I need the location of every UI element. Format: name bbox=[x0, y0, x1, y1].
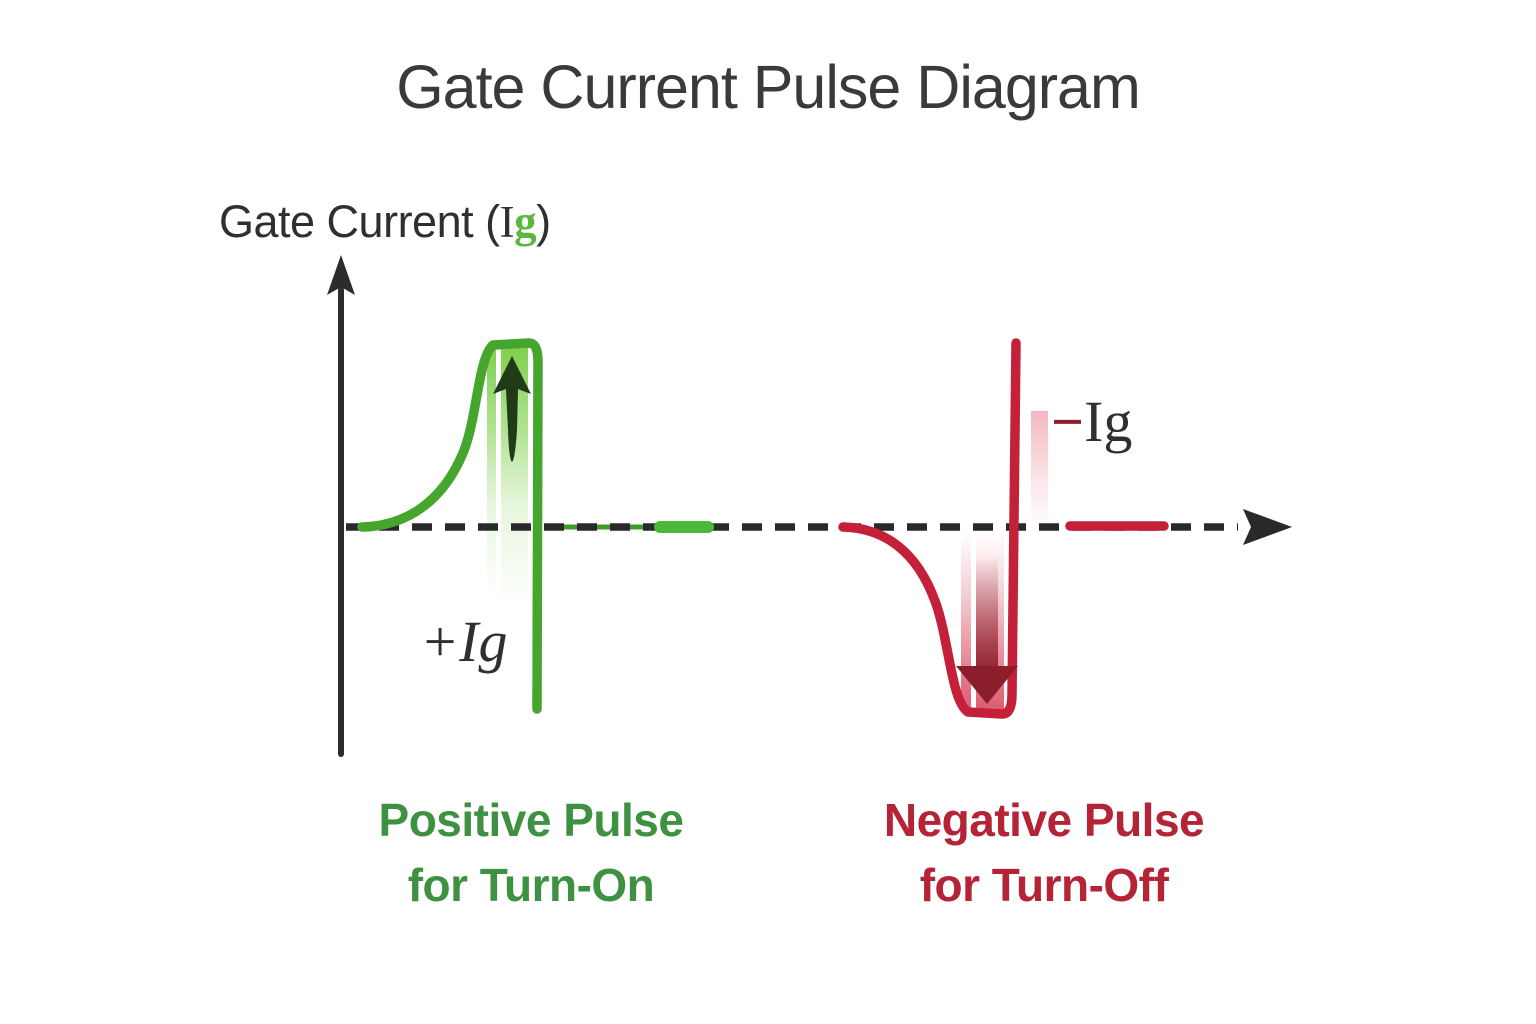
negative-pulse-curve bbox=[838, 338, 1021, 719]
current-axis-arrowhead-icon bbox=[327, 255, 355, 295]
current-axis-label-suffix: ) bbox=[536, 196, 551, 247]
negative-pulse-caption: Negative Pulse for Turn-Off bbox=[834, 788, 1254, 918]
current-axis-symbol-i: I bbox=[499, 197, 515, 247]
negative-ig-label: −Ig bbox=[1051, 388, 1132, 455]
positive-ig-label: +Ig bbox=[420, 608, 507, 675]
current-axis-label: Gate Current (Ig) bbox=[219, 196, 551, 248]
time-axis-arrowhead-icon bbox=[1243, 509, 1292, 545]
positive-pulse-glow-narrow bbox=[487, 346, 496, 598]
negative-pulse-caption-line2: for Turn-Off bbox=[919, 859, 1169, 911]
current-axis-label-prefix: Gate Current ( bbox=[219, 196, 500, 247]
negative-ig-symbol: Ig bbox=[1084, 389, 1133, 454]
up-arrow-icon bbox=[493, 356, 531, 462]
negative-pulse-glow-narrow bbox=[961, 532, 971, 712]
positive-ig-symbol: Ig bbox=[459, 609, 508, 674]
page-title: Gate Current Pulse Diagram bbox=[396, 53, 1141, 121]
negative-pulse-caption-line1: Negative Pulse bbox=[883, 794, 1205, 846]
minus-sign: − bbox=[1051, 389, 1085, 454]
negative-ig-glow-strip bbox=[1031, 411, 1048, 529]
positive-pulse-curve bbox=[357, 338, 543, 714]
positive-pulse-caption: Positive Pulse for Turn-On bbox=[321, 788, 741, 918]
positive-pulse-caption-line2: for Turn-On bbox=[407, 859, 655, 911]
current-axis-symbol-g: g bbox=[514, 197, 537, 247]
down-arrow-icon bbox=[956, 666, 1018, 704]
positive-pulse-caption-line1: Positive Pulse bbox=[378, 794, 684, 846]
plus-sign: + bbox=[420, 609, 460, 674]
down-arrow-tail bbox=[976, 556, 998, 668]
